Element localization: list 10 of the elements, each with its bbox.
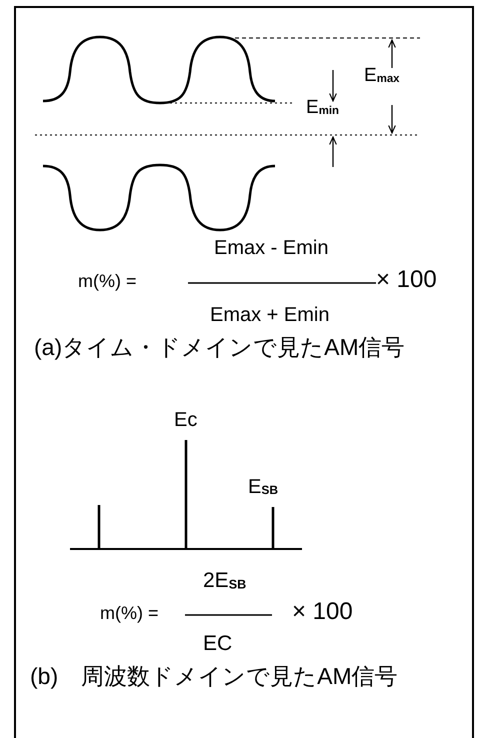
formula-text: m(%) = [100,604,158,622]
formula-text: Emax + Emin [210,305,330,325]
formula-text: × 100 [292,600,353,624]
caption: (b) 周波数ドメインで見たAM信号 [30,665,398,688]
formula-text: × 100 [376,268,437,292]
formula-text: Emax - Emin [214,238,328,258]
formula-text: m(%) = [78,272,136,290]
caption: (a)タイム・ドメインで見たAM信号 [34,336,405,359]
formula-text: EC [203,633,232,654]
axis-label: Ec [174,410,198,430]
